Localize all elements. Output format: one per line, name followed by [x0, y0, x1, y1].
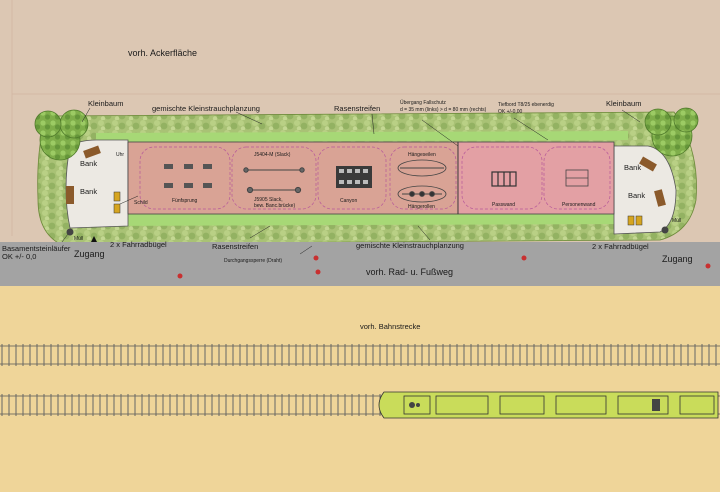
- label-bench-left-2: Bank: [80, 187, 97, 196]
- bench-left-1: [83, 145, 101, 159]
- label-bench-right-1: Bank: [624, 163, 641, 172]
- label-bike-racks-right: 2 x Fahrradbügel: [592, 242, 649, 251]
- passwand-equipment: [491, 171, 517, 187]
- rope-equipment: [397, 159, 447, 203]
- label-lawn-top: Rasenstreifen: [334, 104, 380, 113]
- bike-rack-icons: [113, 191, 643, 226]
- tree-right: [644, 107, 699, 157]
- label-path: vorh. Rad- u. Fußweg: [366, 267, 453, 277]
- label-field: vorh. Ackerfläche: [128, 48, 197, 58]
- label-basement-level: OK +/- 0,0: [2, 252, 36, 261]
- tree-left: [34, 109, 89, 161]
- zone-label-personenwand: Personenwand: [562, 202, 596, 208]
- bench-right-1: [639, 156, 657, 172]
- label-tree-left: Kleinbaum: [88, 99, 123, 108]
- zone-label-passwand: Passwand: [492, 202, 515, 208]
- label-tree-right: Kleinbaum: [606, 99, 641, 108]
- zone-label-slack-3: bew. Banc.brücke): [254, 203, 295, 209]
- label-access-left: Zugang: [74, 249, 105, 259]
- zone-label-fuenfsprung: Fünfsprung: [172, 198, 198, 204]
- label-shrubs-bottom: gemischte Kleinstrauchplanzung: [356, 241, 464, 250]
- bike-and-foot-path: [0, 242, 720, 286]
- lawn-strip-top: [96, 131, 628, 142]
- label-shrubs-top: gemischte Kleinstrauchplanzung: [152, 104, 260, 113]
- label-curb-level: OK +/-0,00: [498, 109, 523, 115]
- label-lawn-bottom: Rasenstreifen: [212, 242, 258, 251]
- label-clock: Uhr: [116, 152, 124, 158]
- tram-train: [378, 391, 719, 419]
- canyon-equipment: [336, 166, 372, 188]
- path-cyclist-icons: [177, 255, 711, 279]
- leader-lines: [61, 107, 641, 255]
- zone-label-rollers: Hängerollen: [408, 204, 435, 210]
- label-railway: vorh. Bahnstrecke: [360, 322, 420, 331]
- label-trash-right: Müll: [672, 218, 681, 224]
- track-sleepers-upper: [1, 344, 717, 366]
- zone-label-canyon: Canyon: [340, 198, 357, 204]
- label-bench-right-2: Bank: [628, 191, 645, 200]
- label-basement: Basamentsteinläufer: [2, 244, 71, 253]
- trash-can-right: [661, 226, 669, 234]
- label-access-right: Zugang: [662, 254, 693, 264]
- bench-right-2: [654, 189, 666, 207]
- label-trash-left: Müll: [74, 236, 83, 242]
- play-area: [127, 141, 459, 215]
- label-fall-protection-2: d = 35 mm (links) > d = 80 mm (rechts): [400, 107, 487, 113]
- slackline-equipment: [243, 167, 305, 194]
- label-fall-protection: Übergang Fallschutz: [400, 99, 446, 106]
- bench-left-2: [66, 186, 74, 204]
- label-curb: Tiefbord T8/25 ebenerdig: [498, 102, 554, 108]
- zone-rings: [139, 146, 611, 210]
- zone-label-slack: J5404-M (Slack): [254, 152, 291, 158]
- trash-can-left: [66, 228, 74, 236]
- label-bench-left-1: Bank: [80, 159, 97, 168]
- zone-label-slack-2: J5905 Slack,: [254, 197, 283, 203]
- railway-bed: [0, 286, 720, 492]
- lawn-strip-bottom: [96, 212, 628, 226]
- fuenfsprung-equipment: [164, 164, 212, 188]
- zone-label-ropes: Hängeseilen: [408, 152, 436, 158]
- label-barrier: Durchgangssperre (Draht): [224, 258, 282, 264]
- label-sign: Schild: [134, 200, 148, 206]
- personenwand-equipment: [565, 169, 589, 187]
- label-bike-racks-left: 2 x Fahrradbügel: [110, 240, 167, 249]
